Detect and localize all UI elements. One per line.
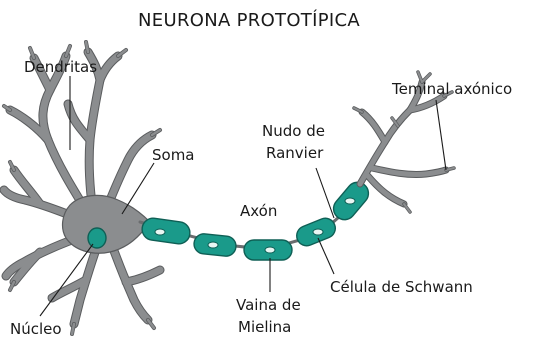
schwann-nucleus bbox=[345, 198, 355, 204]
myelin-segment bbox=[141, 217, 192, 245]
label-nudo-line1: Nudo de bbox=[262, 122, 325, 140]
schwann-nucleus bbox=[208, 242, 218, 248]
label-vaina-line1: Vaina de bbox=[236, 296, 301, 314]
label-soma: Soma bbox=[152, 146, 195, 164]
soma-body bbox=[63, 195, 150, 253]
dendrites bbox=[4, 42, 160, 334]
nucleus bbox=[88, 228, 106, 248]
schwann-leader bbox=[318, 238, 334, 274]
label-nudo-line2: Ranvier bbox=[266, 144, 324, 162]
label-dendritas: Dendritas bbox=[24, 58, 97, 76]
label-schwann: Célula de Schwann bbox=[330, 278, 473, 296]
diagram-title: NEURONA PROTOTÍPICA bbox=[138, 9, 360, 31]
terminal-leader bbox=[436, 100, 446, 170]
label-terminal: Teminal axónico bbox=[391, 80, 512, 98]
label-axon: Axón bbox=[240, 202, 277, 220]
schwann-nucleus bbox=[155, 229, 165, 235]
label-nucleo: Núcleo bbox=[10, 320, 62, 338]
label-vaina-line2: Mielina bbox=[238, 318, 291, 336]
nudo-leader bbox=[316, 168, 334, 218]
schwann-nucleus bbox=[313, 229, 323, 235]
schwann-nucleus bbox=[265, 247, 275, 253]
